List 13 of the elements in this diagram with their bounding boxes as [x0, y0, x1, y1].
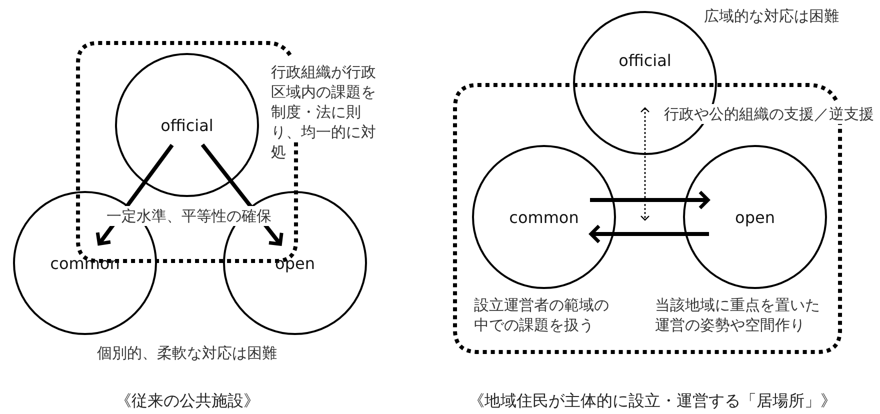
note-text: 当該地域に重点を置いた運営の姿勢や空間作り	[655, 295, 821, 335]
circle-node: common	[472, 145, 616, 289]
note-text: 行政組織が行政区域内の課題を制度・法に則り、均一的に対処	[271, 62, 377, 162]
arrow	[590, 190, 710, 210]
arrow	[640, 107, 650, 221]
circle-node: official	[115, 53, 259, 197]
caption-text: 《従来の公共施設》	[114, 391, 260, 411]
arrow	[589, 224, 709, 244]
note-text: 個別的、柔軟な対応は困難	[96, 343, 278, 363]
note-text: 一定水準、平等性の確保	[104, 206, 274, 226]
caption-text: 《地域住民が主体的に設立・運営する「居場所」》	[468, 391, 838, 411]
circle-node: open	[683, 145, 827, 289]
note-text: 設立運営者の範域の中での課題を扱う	[474, 295, 610, 335]
